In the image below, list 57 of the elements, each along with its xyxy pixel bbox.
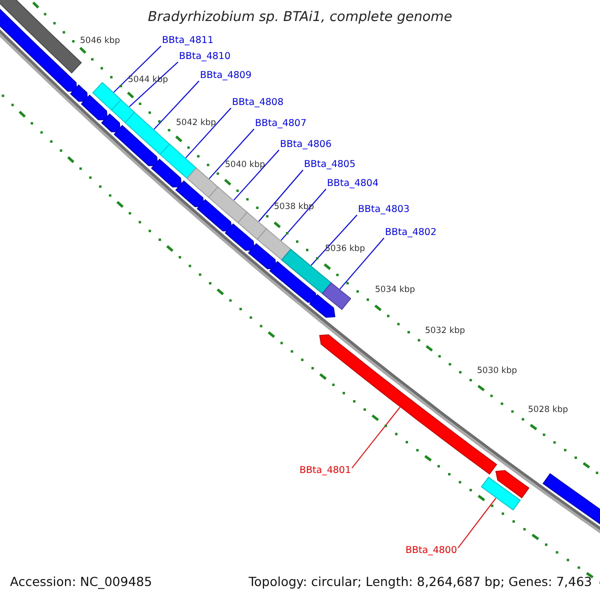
leader-line bbox=[185, 108, 232, 158]
gene-name-label: BBta_4807 bbox=[255, 118, 307, 130]
gene-name-label: BBta_4800 bbox=[405, 545, 457, 557]
scale-label: 5028 kbp bbox=[528, 404, 568, 416]
gene-name-label: BBta_4808 bbox=[232, 97, 284, 109]
gene-feature bbox=[322, 282, 352, 310]
gene-feature bbox=[208, 186, 248, 224]
gene-feature bbox=[256, 228, 292, 260]
diagram-title: Bradyrhizobium sp. BTAi1, complete genome bbox=[146, 9, 454, 25]
leader-line bbox=[128, 62, 178, 108]
gene-name-label: BBta_4809 bbox=[200, 70, 252, 82]
scale-label: 5042 kbp bbox=[176, 117, 216, 129]
gene-name-label: BBta_4801 bbox=[299, 465, 351, 477]
gene-name-label: BBta_4803 bbox=[358, 204, 410, 216]
gene-feature bbox=[224, 223, 255, 251]
gene-feature bbox=[160, 144, 197, 179]
leader-line bbox=[113, 46, 162, 93]
scale-label: 5040 kbp bbox=[225, 159, 266, 171]
scale-label: 5046 kbp bbox=[80, 35, 120, 47]
gene-feature bbox=[309, 294, 336, 318]
gene-feature bbox=[150, 158, 182, 188]
leader-line bbox=[458, 498, 496, 548]
gene-feature bbox=[124, 112, 170, 156]
leader-line bbox=[208, 128, 254, 180]
gene-feature bbox=[80, 94, 108, 120]
gene-feature bbox=[269, 261, 318, 303]
gene-feature bbox=[101, 113, 121, 132]
gene-feature bbox=[92, 82, 122, 111]
gene-name-label: BBta_4810 bbox=[179, 51, 231, 63]
gene-name-label: BBta_4804 bbox=[327, 178, 379, 190]
leader-line bbox=[310, 214, 358, 266]
gene-feature bbox=[495, 470, 530, 498]
gene-name-label: BBta_4805 bbox=[304, 159, 356, 171]
gene-feature bbox=[70, 84, 88, 102]
gene-feature bbox=[248, 243, 277, 270]
gene-feature bbox=[186, 167, 218, 198]
leader-line bbox=[154, 80, 200, 130]
accession-text: Accession: NC_009485 bbox=[10, 576, 152, 588]
scale-label: 5034 kbp bbox=[375, 284, 416, 296]
gene-name-label: BBta_4802 bbox=[385, 227, 437, 239]
gene-feature bbox=[237, 212, 267, 240]
scale-label: 5030 kbp bbox=[477, 365, 518, 377]
gene-feature bbox=[0, 0, 82, 74]
leader-line bbox=[352, 406, 400, 468]
gene-feature bbox=[114, 124, 158, 166]
gene-feature bbox=[480, 476, 521, 511]
gene-feature bbox=[58, 72, 78, 92]
scale-label: 5036 kbp bbox=[325, 243, 366, 255]
gene-name-label: BBta_4806 bbox=[280, 139, 332, 151]
gene-name-label: BBta_4811 bbox=[162, 35, 214, 47]
gene-feature bbox=[196, 199, 232, 232]
scale-label: 5032 kbp bbox=[425, 325, 466, 337]
leader-line bbox=[233, 150, 280, 201]
genome-summary-text: Topology: circular; Length: 8,264,687 bp; Genes: 7,463 bbox=[248, 576, 592, 588]
gene-feature bbox=[175, 180, 204, 208]
leader-line bbox=[258, 170, 304, 222]
leader-line bbox=[280, 188, 326, 241]
